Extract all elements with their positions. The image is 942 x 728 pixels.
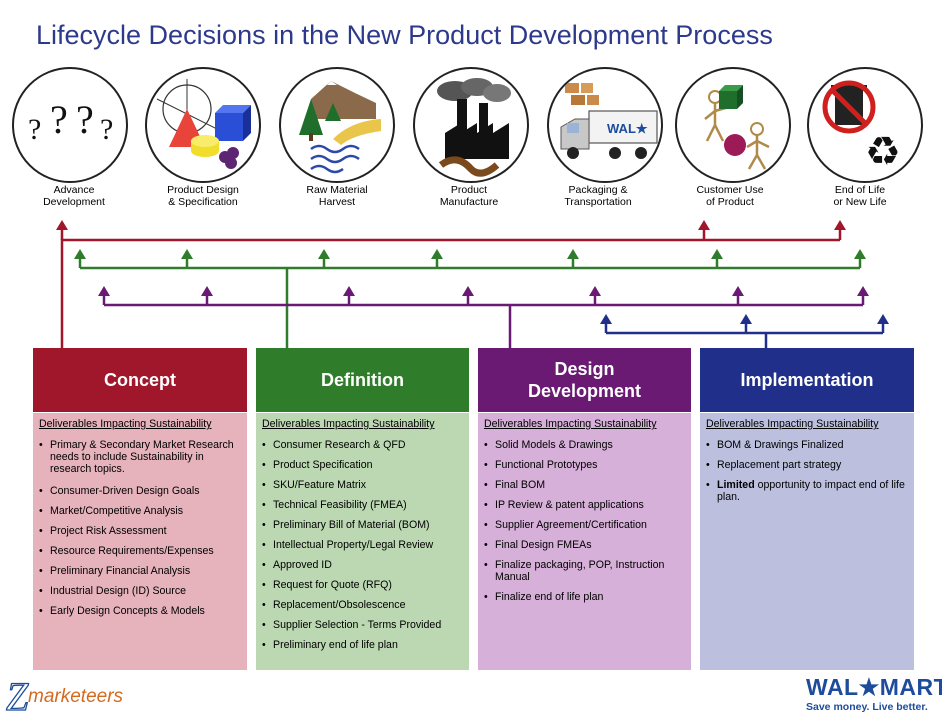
deliverable-item: Project Risk Assessment [39,525,241,537]
deliverable-item: Final BOM [484,479,685,491]
deliverable-item: Supplier Selection - Terms Provided [262,619,463,631]
zmarketeers-logo-text: marketeers [28,686,124,707]
factory-icon [437,78,511,177]
deliverable-item: Resource Requirements/Expenses [39,545,241,557]
deliverables-title: Deliverables Impacting Sustainability [262,418,435,430]
walmart-tagline: Save money. Live better. [806,701,928,713]
customer-figures-icon [704,85,770,170]
question-mark: ? [28,113,41,146]
stage-manufacture-circle [413,67,529,183]
deliverable-item: Industrial Design (ID) Source [39,585,241,597]
page-title: Lifecycle Decisions in the New Product D… [36,20,773,50]
question-mark: ? [50,97,68,142]
deliverable-item: Replacement part strategy [706,459,908,471]
deliverable-item: Market/Competitive Analysis [39,505,241,517]
question-mark: ? [100,113,113,146]
deliverable-item: Limited opportunity to impact end of lif… [706,479,908,503]
stage-product-design-circle [145,67,261,183]
zmarketeers-logo-initial: Z [6,674,29,718]
recycle-icon: ♻ [822,80,901,175]
deliverable-item: Consumer Research & QFD [262,439,463,451]
deliverables-title: Deliverables Impacting Sustainability [484,418,657,430]
deliverables-title: Deliverables Impacting Sustainability [706,418,879,430]
phase-implementation-deliverables: Deliverables Impacting Sustainability BO… [700,413,914,670]
stage-packaging-circle: WAL★ [547,67,663,183]
phase-definition-deliverables: Deliverables Impacting Sustainability Co… [256,413,469,670]
deliverable-item: Solid Models & Drawings [484,439,685,451]
recycle-symbol: ♻ [865,129,901,175]
stage-label: Product Design & Specification [167,184,239,208]
forest-harvest-icon [299,81,381,174]
deliverable-item: Technical Feasibility (FMEA) [262,499,463,511]
deliverable-item-text: opportunity to impact end of life plan. [717,479,905,503]
truck-wal-text: WAL★ [607,121,648,136]
deliverable-item: Preliminary Bill of Material (BOM) [262,519,463,531]
stage-label: Advance Development [43,184,105,208]
deliverable-item: Finalize end of life plan [484,591,685,603]
deliverable-emphasis: Limited [717,479,755,491]
deliverable-item: Early Design Concepts & Models [39,605,241,617]
stage-end-of-life-circle: ♻ [807,67,923,183]
question-mark: ? [76,97,94,142]
stage-label: Product Manufacture [439,184,499,208]
deliverable-item: Supplier Agreement/Certification [484,519,685,531]
deliverable-item: Product Specification [262,459,463,471]
deliverable-item: Primary & Secondary Market Research need… [39,439,241,475]
deliverables-title: Deliverables Impacting Sustainability [39,418,212,430]
question-marks-icon: ? ? ? ? [28,97,113,146]
stage-advance-development-circle: ? ? ? ? [12,67,128,183]
deliverable-item: Finalize packaging, POP, Instruction Man… [484,559,685,583]
stage-label: End of Life or New Life [833,184,887,208]
stage-label: Customer Use of Product [696,184,764,208]
deliverable-item: Preliminary end of life plan [262,639,463,651]
zmarketeers-logo: Z marketeers [5,673,124,718]
deliverable-item: IP Review & patent applications [484,499,685,511]
stage-label: Packaging & Transportation [564,184,632,208]
deliverable-item: Consumer-Driven Design Goals [39,485,241,497]
deliverable-item: Preliminary Financial Analysis [39,565,241,577]
walmart-logo: WAL★MART [806,674,942,700]
phase-design-development-header: Design Development [478,348,691,412]
deliverable-item: Replacement/Obsolescence [262,599,463,611]
phase-design-development-deliverables: Deliverables Impacting Sustainability So… [478,413,691,670]
stage-customer-use-circle [675,67,791,183]
deliverable-item: SKU/Feature Matrix [262,479,463,491]
stage-label: Raw Material Harvest [306,184,368,208]
deliverable-item: BOM & Drawings Finalized [706,439,908,451]
deliverable-item: Approved ID [262,559,463,571]
phase-implementation-header: Implementation [700,348,914,412]
deliverable-item: Intellectual Property/Legal Review [262,539,463,551]
design-shapes-icon [156,79,251,169]
phase-definition-header: Definition [256,348,469,412]
deliverable-item: Functional Prototypes [484,459,685,471]
deliverable-item: Request for Quote (RFQ) [262,579,463,591]
truck-icon: WAL★ [560,83,658,159]
phase-concept-deliverables: Deliverables Impacting Sustainability Pr… [33,413,247,670]
stage-raw-material-circle [279,67,395,183]
deliverable-item: Final Design FMEAs [484,539,685,551]
phase-concept-header: Concept [33,348,247,412]
